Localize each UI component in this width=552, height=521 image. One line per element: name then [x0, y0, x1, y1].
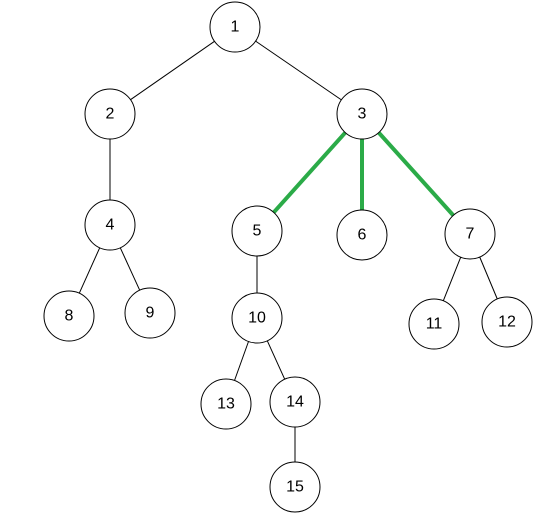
tree-node-6: 6	[336, 209, 388, 261]
node-circle-8	[43, 290, 95, 342]
edge-3-7-highlighted	[376, 130, 456, 218]
node-circle-12	[481, 296, 533, 348]
tree-node-3: 3	[336, 88, 388, 140]
edge-7-12	[479, 256, 498, 300]
node-label-14: 14	[286, 394, 304, 411]
node-label-9: 9	[146, 305, 155, 322]
node-circle-13	[200, 378, 252, 430]
node-circle-14	[269, 376, 321, 428]
node-label-10: 10	[248, 310, 266, 327]
node-circle-4	[84, 199, 136, 251]
node-label-5: 5	[253, 223, 262, 240]
edge-3-5-highlighted	[271, 130, 348, 215]
tree-node-11: 11	[408, 298, 460, 350]
edge-10-14	[266, 340, 286, 380]
tree-node-1: 1	[209, 1, 261, 53]
node-label-1: 1	[231, 19, 240, 36]
node-circle-10	[231, 292, 283, 344]
edge-10-13	[234, 341, 249, 381]
node-circle-11	[408, 298, 460, 350]
tree-node-2: 2	[84, 88, 136, 140]
node-label-13: 13	[217, 396, 235, 413]
node-label-12: 12	[498, 314, 516, 331]
node-label-8: 8	[65, 308, 74, 325]
node-circle-9	[124, 287, 176, 339]
node-circle-7	[444, 208, 496, 260]
node-label-11: 11	[426, 316, 443, 333]
edge-4-9	[119, 247, 141, 291]
node-circle-3	[336, 88, 388, 140]
edge-1-3	[255, 40, 342, 101]
node-label-7: 7	[466, 226, 475, 243]
edge-1-2	[130, 40, 215, 101]
tree-node-8: 8	[43, 290, 95, 342]
tree-node-13: 13	[200, 378, 252, 430]
tree-node-4: 4	[84, 199, 136, 251]
tree-node-7: 7	[444, 208, 496, 260]
tree-node-10: 10	[231, 292, 283, 344]
node-circle-5	[231, 205, 283, 257]
tree-node-9: 9	[124, 287, 176, 339]
node-label-3: 3	[358, 106, 367, 123]
node-label-2: 2	[106, 106, 115, 123]
node-circle-15	[269, 461, 321, 513]
edges-layer	[78, 40, 498, 462]
tree-node-5: 5	[231, 205, 283, 257]
tree-node-12: 12	[481, 296, 533, 348]
node-circle-6	[336, 209, 388, 261]
edge-7-11	[442, 257, 462, 301]
node-label-6: 6	[358, 227, 367, 244]
tree-node-14: 14	[269, 376, 321, 428]
node-circle-1	[209, 1, 261, 53]
node-circle-2	[84, 88, 136, 140]
tree-node-15: 15	[269, 461, 321, 513]
node-label-15: 15	[286, 479, 304, 496]
node-label-4: 4	[106, 217, 115, 234]
edge-4-8	[78, 247, 101, 294]
